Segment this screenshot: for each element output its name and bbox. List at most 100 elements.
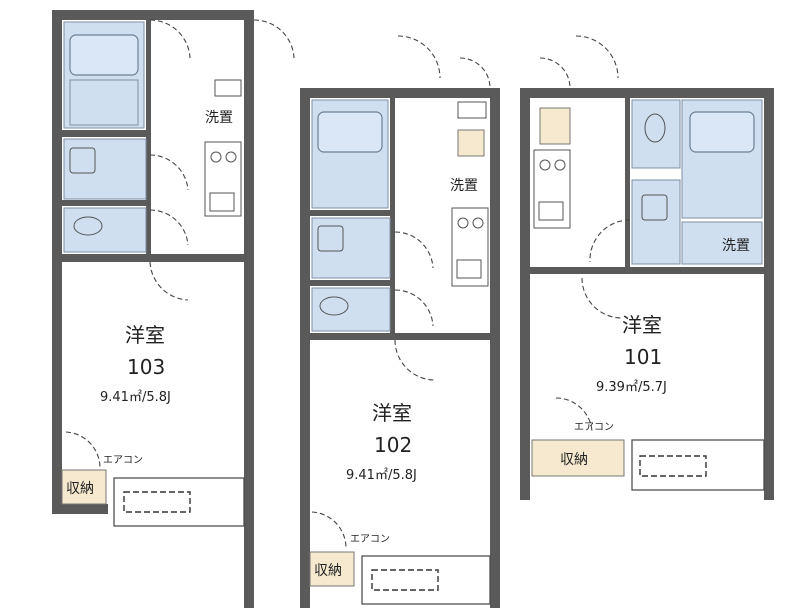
shoe-box [457,101,487,119]
balcony [631,439,765,491]
balcony [113,477,245,527]
entrance-door-swing [575,35,619,79]
aircon-label: エアコン [574,422,614,433]
door-swing [149,209,189,246]
room-type: 洋室 [622,313,662,337]
outdoor-unit [371,569,439,591]
door-swing [394,289,434,327]
closet-door-swing [65,431,101,469]
wall [62,254,244,262]
bathtub [69,34,139,76]
door-swing [539,57,571,89]
stove-icon [225,151,237,163]
washroom [311,217,391,279]
wall [62,200,148,206]
unit-101: 洗置 洋室 101 9.39㎡/5.7J 収納 エアコン [520,35,774,500]
wall [520,88,530,500]
toilet-room [311,287,391,332]
utility-space [539,107,571,145]
stove-icon [457,217,469,229]
door-swing [394,231,434,269]
toilet-icon [319,296,349,316]
wash-space [681,221,763,265]
kitchen-counter [533,149,571,229]
wall [300,88,492,98]
wash-label: 洗置 [450,178,478,194]
wall [520,88,774,98]
unit-103: 洗置 洋室 103 9.41㎡/5.8J 収納 エアコン [52,10,295,608]
storage-label: 収納 [560,452,588,468]
entrance-door-swing [253,19,295,59]
room-type: 洋室 [125,323,165,347]
utility-space [457,129,485,157]
room-number: 103 [127,355,165,379]
bathtub [689,111,755,153]
aircon-label: エアコン [103,455,143,466]
sink-icon [69,147,96,174]
closet-door-swing [555,397,593,433]
storage-label: 収納 [314,563,342,579]
kitchen-sink-icon [209,192,235,212]
storage-label: 収納 [66,481,94,497]
kitchen-counter [451,207,489,287]
wash-label: 洗置 [722,238,750,254]
kitchen-counter [204,141,242,217]
balcony [361,555,491,605]
wall [52,10,254,20]
toilet-room [63,207,147,253]
door-swing [581,277,623,319]
wall [310,333,490,340]
entrance-door-swing [459,57,491,89]
shoe-box [214,79,242,97]
wall [310,210,392,216]
wall [52,10,62,514]
storage [309,551,355,587]
wall [625,98,630,267]
unit-102: 洗置 洋室 102 9.41㎡/5.8J 収納 エアコン [300,35,500,608]
room-number: 101 [624,345,662,369]
wall [62,130,148,137]
wall [244,10,254,608]
door-swing [397,35,441,79]
door-swing [149,261,189,301]
wall [490,88,500,608]
toilet-icon [644,113,666,143]
kitchen-sink-icon [538,201,564,221]
door-swing [149,19,191,59]
stove-icon [539,159,551,171]
door-swing [589,219,631,263]
storage [61,469,107,505]
aircon-label: エアコン [350,534,390,545]
room-type: 洋室 [372,401,412,425]
wall [300,88,310,608]
room-area: 9.39㎡/5.7J [596,380,667,395]
closet-door-swing [311,511,347,549]
wall [390,98,395,333]
washroom [631,179,681,265]
room-area: 9.41㎡/5.8J [100,390,171,405]
wall [146,20,151,254]
storage [531,439,625,477]
wall [52,504,108,514]
wall [310,280,392,286]
bathtub [317,111,383,153]
toilet-icon [73,216,103,236]
wall [530,267,764,274]
stove-icon [210,151,222,163]
sink-icon [317,225,344,252]
outdoor-unit [123,491,191,513]
shower-area [69,79,139,126]
stove-icon [472,217,484,229]
sink-icon [641,194,668,221]
room-number: 102 [374,433,412,457]
door-swing [149,154,189,191]
room-area: 9.41㎡/5.8J [346,468,417,483]
kitchen-sink-icon [456,259,482,279]
wall [764,88,774,500]
door-swing [394,339,436,381]
wash-label: 洗置 [205,110,233,126]
stove-icon [554,159,566,171]
toilet-room [631,99,681,169]
outdoor-unit [639,455,707,477]
